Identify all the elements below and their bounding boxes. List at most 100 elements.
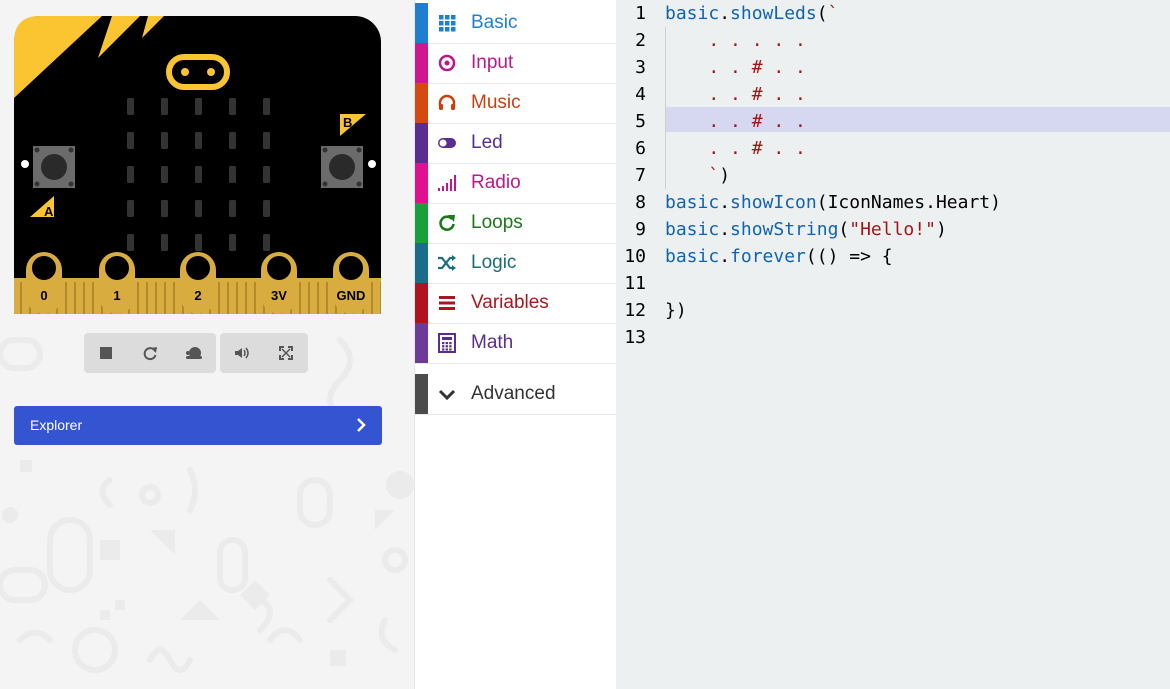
- code-token: basic: [665, 3, 720, 24]
- simulator-background-pattern: [0, 337, 414, 673]
- toolbox-category-basic[interactable]: Basic: [415, 3, 616, 44]
- line-number: 5: [635, 111, 646, 132]
- toolbox-category-variables[interactable]: Variables: [415, 283, 616, 324]
- code-token: "Hello!": [849, 219, 936, 240]
- led-pixel: [161, 200, 168, 217]
- target-icon: [438, 54, 456, 72]
- category-label: Loops: [471, 212, 523, 233]
- board-body: [14, 16, 381, 314]
- led-pixel: [161, 166, 168, 183]
- headphones-icon: [438, 94, 456, 110]
- line-number: 12: [624, 300, 646, 321]
- pin-2[interactable]: 2: [180, 252, 216, 314]
- code-line[interactable]: 12}): [616, 297, 1170, 324]
- restart-button[interactable]: [132, 333, 168, 373]
- code-token: showLeds: [730, 3, 817, 24]
- led-pixel: [229, 98, 236, 115]
- category-label: Input: [471, 52, 514, 73]
- led-pixel: [229, 234, 236, 251]
- button-b[interactable]: [321, 146, 363, 188]
- pin-gnd[interactable]: GND: [333, 252, 369, 314]
- code-token: basic: [665, 192, 720, 213]
- code-text: . . . . .: [665, 27, 806, 54]
- category-label: Advanced: [471, 383, 556, 404]
- category-label: Basic: [471, 12, 518, 33]
- mute-button[interactable]: [224, 333, 260, 373]
- code-token: .: [719, 219, 731, 240]
- led-pixel: [161, 132, 168, 149]
- code-line[interactable]: 3 . . # . .: [616, 54, 1170, 81]
- fullscreen-button[interactable]: [268, 333, 304, 373]
- explorer-button[interactable]: Explorer: [14, 406, 382, 445]
- code-token: `: [827, 3, 839, 24]
- touch-logo-icon[interactable]: [166, 54, 230, 90]
- current-line-highlight: [666, 107, 1170, 132]
- code-token: basic: [665, 219, 720, 240]
- snail-icon: [186, 347, 202, 359]
- toolbox-category-input[interactable]: Input: [415, 43, 616, 84]
- code-text: . . # . .: [665, 108, 806, 135]
- indent-guide: [665, 27, 666, 189]
- led-pixel: [229, 200, 236, 217]
- line-number: 4: [635, 84, 646, 105]
- code-text: basic.forever(() => {: [665, 243, 893, 270]
- category-label: Logic: [471, 252, 517, 273]
- code-line[interactable]: 6 . . # . .: [616, 135, 1170, 162]
- code-line[interactable]: 4 . . # . .: [616, 81, 1170, 108]
- toolbox-category-music[interactable]: Music: [415, 83, 616, 124]
- led-pixel: [195, 166, 202, 183]
- led-pixel: [263, 234, 270, 251]
- pin-label: 0: [40, 288, 47, 303]
- category-color-bar: [415, 323, 428, 363]
- pin-0[interactable]: 0: [26, 252, 62, 314]
- code-line[interactable]: 5 . . # . .: [616, 108, 1170, 135]
- led-pixel: [263, 166, 270, 183]
- code-line[interactable]: 11: [616, 270, 1170, 297]
- code-line[interactable]: 2 . . . . .: [616, 27, 1170, 54]
- grid-icon: [439, 15, 456, 32]
- code-token: . . . . .: [665, 30, 806, 51]
- line-number: 6: [635, 138, 646, 159]
- pin-label: 3V: [271, 288, 287, 303]
- chevron-down-icon: [438, 389, 456, 401]
- slow-motion-button[interactable]: [176, 333, 212, 373]
- code-token: .: [719, 246, 731, 267]
- signal-bars-icon: [438, 175, 456, 191]
- code-token: . . # . .: [665, 84, 806, 105]
- restart-icon: [143, 347, 157, 361]
- button-a-label: A: [44, 204, 54, 219]
- pin-3v[interactable]: 3V: [261, 252, 297, 314]
- code-text: . . # . .: [665, 81, 806, 108]
- code-token: . . # . .: [665, 138, 806, 159]
- category-color-bar: [415, 43, 428, 83]
- toolbox-category-logic[interactable]: Logic: [415, 243, 616, 284]
- line-number: 11: [624, 273, 646, 294]
- toolbox-category-advanced[interactable]: Advanced: [415, 374, 616, 415]
- led-pixel: [229, 132, 236, 149]
- pin-1[interactable]: 1: [99, 252, 135, 314]
- fullscreen-icon: [279, 346, 293, 360]
- category-color-bar: [415, 123, 428, 163]
- led-pixel: [229, 166, 236, 183]
- refresh-icon: [439, 215, 455, 231]
- code-line[interactable]: 13: [616, 324, 1170, 351]
- sound-screen-controls: [220, 333, 308, 373]
- category-color-bar: [415, 163, 428, 203]
- toolbox-category-loops[interactable]: Loops: [415, 203, 616, 244]
- code-token: (IconNames.Heart): [816, 192, 1001, 213]
- code-line[interactable]: 7 `): [616, 162, 1170, 189]
- toolbox-category-led[interactable]: Led: [415, 123, 616, 164]
- stop-button[interactable]: [88, 333, 124, 373]
- toolbox-category-radio[interactable]: Radio: [415, 163, 616, 204]
- category-color-bar: [415, 283, 428, 323]
- led-pixel: [195, 132, 202, 149]
- toolbox-category-math[interactable]: Math: [415, 323, 616, 364]
- led-pixel: [127, 200, 134, 217]
- button-a[interactable]: [33, 146, 75, 188]
- category-color-bar: [415, 3, 428, 43]
